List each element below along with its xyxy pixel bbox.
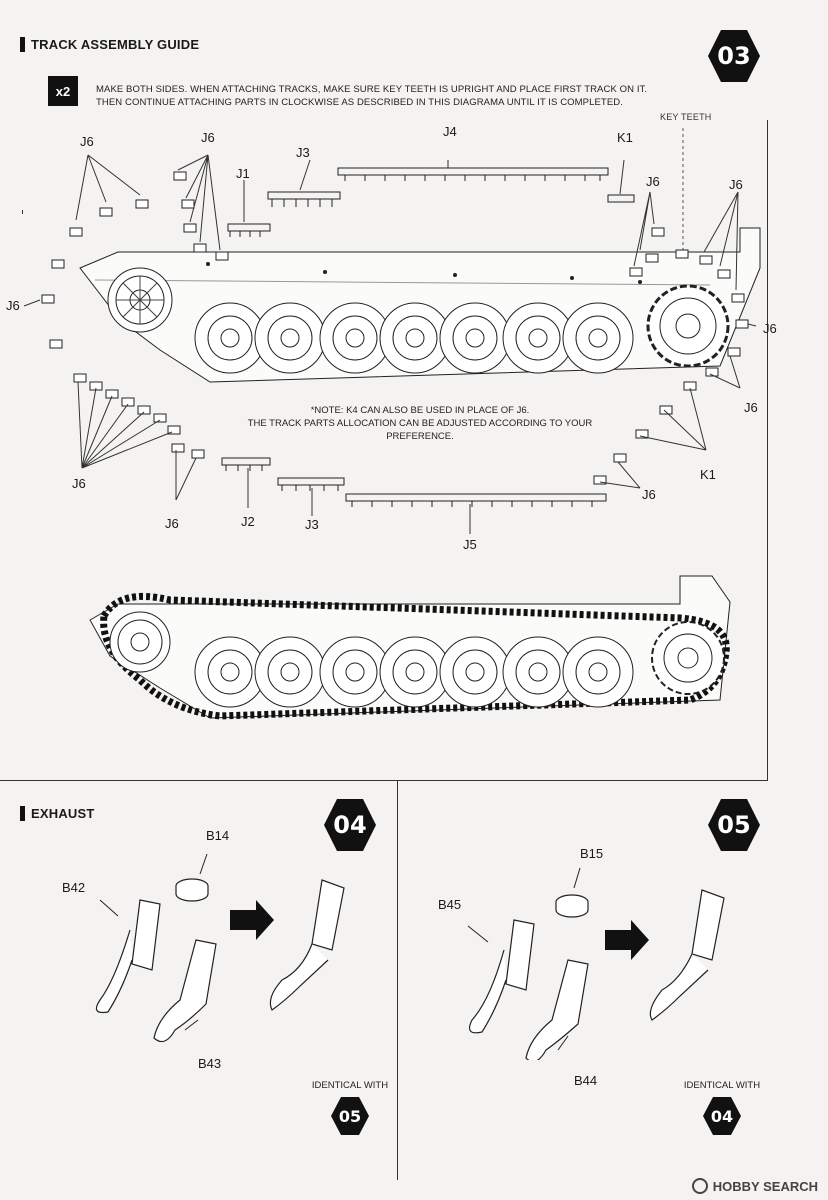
part-label-j4: J4	[443, 124, 457, 139]
track-assembly-title: TRACK ASSEMBLY GUIDE	[20, 37, 199, 52]
identical-step-badge: 05	[330, 1096, 370, 1136]
multiplier-text: x2	[55, 83, 71, 99]
part-label-j1: J1	[236, 166, 250, 181]
step-05-badge: 05	[706, 797, 762, 853]
part-label-b14: B14	[206, 828, 230, 843]
hexagon-icon	[324, 799, 376, 851]
part-label-j5: J5	[463, 537, 477, 552]
multiplier-badge: x2	[48, 76, 78, 106]
frame-tick	[22, 210, 23, 214]
part-label-j6: J6	[72, 476, 86, 491]
hexagon-icon	[708, 30, 760, 82]
exploded-track-diagram	[23, 128, 761, 534]
part-label-j6: J6	[201, 130, 215, 145]
part-label-b15: B15	[580, 846, 604, 861]
watermark-text: HOBBY SEARCH	[712, 1178, 818, 1194]
part-label-j6: J6	[646, 174, 660, 189]
instruction-line-2: THEN CONTINUE ATTACHING PARTS IN CLOCKWI…	[96, 97, 623, 108]
identical-with-label: IDENTICAL WITH	[683, 1080, 761, 1091]
part-label-b43: B43	[198, 1056, 222, 1071]
part-label-b44: B44	[574, 1073, 598, 1088]
step-04-number: 04	[333, 811, 367, 839]
exhaust-step-04-drawing	[95, 853, 345, 1043]
exhaust-divider	[397, 780, 398, 1180]
part-label-j6: J6	[642, 487, 656, 502]
instructions: MAKE BOTH SIDES. WHEN ATTACHING TRACKS, …	[96, 83, 647, 109]
step-04-badge: 04	[322, 797, 378, 853]
title-bar-marker	[20, 37, 25, 52]
identical-step-number: 05	[338, 1106, 362, 1126]
hexagon-icon	[703, 1097, 741, 1135]
note-line-1: *NOTE: K4 CAN ALSO BE USED IN PLACE OF J…	[310, 405, 530, 416]
step-03-badge: 03	[706, 28, 762, 84]
part-label-b42: B42	[62, 880, 86, 895]
part-label-j3: J3	[305, 517, 319, 532]
hobby-search-logo-icon	[691, 1178, 708, 1194]
frame-right-line	[767, 120, 768, 780]
track-assembly-title-text: TRACK ASSEMBLY GUIDE	[31, 37, 200, 52]
watermark: HOBBY SEARCH	[691, 1178, 818, 1194]
exhaust-title: EXHAUST	[20, 806, 95, 821]
note-line-2: THE TRACK PARTS ALLOCATION CAN BE ADJUST…	[247, 418, 593, 442]
part-label-j2: J2	[241, 514, 255, 529]
hexagon-icon	[331, 1097, 369, 1135]
title-bar-marker	[20, 806, 25, 821]
section-divider	[0, 780, 768, 781]
part-label-j6: J6	[729, 177, 743, 192]
key-teeth-label: KEY TEETH	[660, 112, 712, 122]
instruction-line-1: MAKE BOTH SIDES. WHEN ATTACHING TRACKS, …	[96, 84, 648, 95]
part-label-j6: J6	[763, 321, 777, 336]
part-label-k1: K1	[700, 467, 716, 482]
part-label-k1: K1	[617, 130, 633, 145]
part-label-j6: J6	[165, 516, 179, 531]
completed-track-diagram	[89, 575, 731, 720]
note-text: *NOTE: K4 CAN ALSO BE USED IN PLACE OF J…	[240, 404, 600, 443]
step-03-number: 03	[717, 42, 751, 70]
part-label-j6: J6	[6, 298, 20, 313]
part-label-j3: J3	[296, 145, 310, 160]
exhaust-title-text: EXHAUST	[31, 806, 95, 821]
exhaust-step-05-drawing	[467, 867, 725, 1060]
part-label-j6: J6	[80, 134, 94, 149]
identical-step-badge: 04	[702, 1096, 742, 1136]
part-label-b45: B45	[438, 897, 462, 912]
step-05-number: 05	[717, 811, 751, 839]
identical-with-label: IDENTICAL WITH	[311, 1080, 389, 1091]
hexagon-icon	[708, 799, 760, 851]
identical-step-number: 04	[710, 1106, 734, 1126]
part-label-j6: J6	[744, 400, 758, 415]
